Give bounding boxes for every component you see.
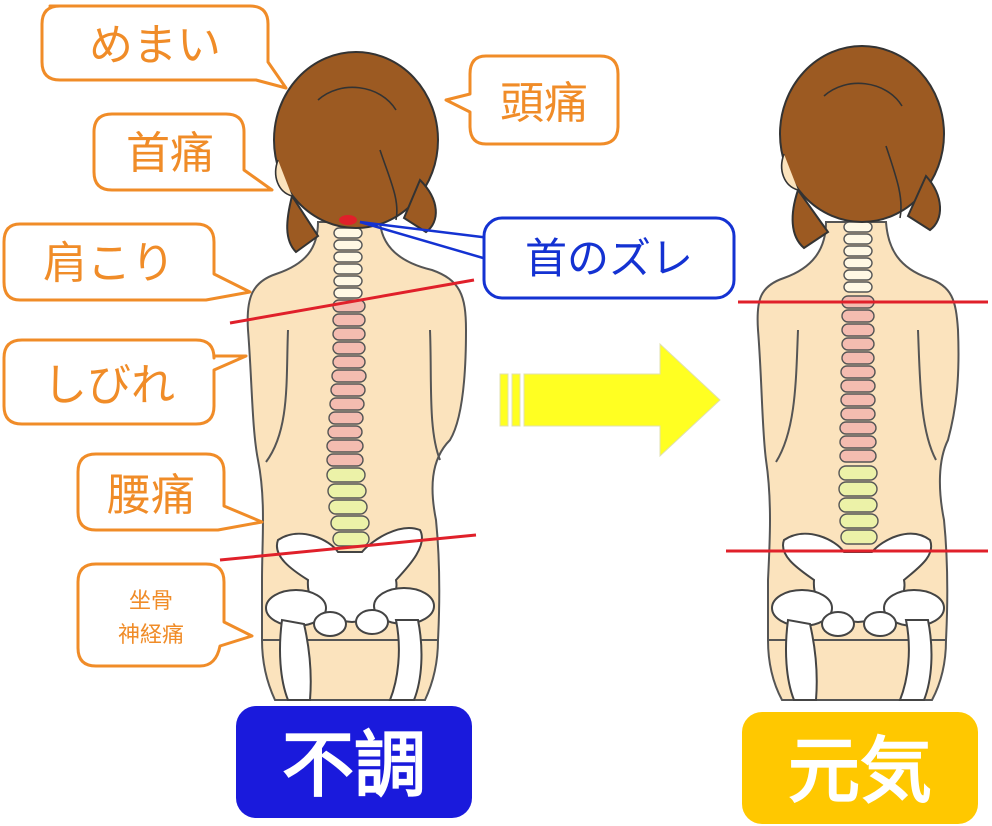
bubble-shibire (2, 338, 248, 426)
badge-right-text: 元気 (788, 729, 932, 813)
neck-misalignment-marker (339, 215, 357, 225)
right-spine (838, 221, 879, 545)
label-zakotsu-line1: 坐骨 (129, 589, 173, 614)
left-hip-line (219, 533, 477, 562)
left-spine (326, 227, 370, 547)
left-figure (219, 51, 477, 701)
bubble-memai (40, 4, 288, 90)
bubble-zutsu (444, 54, 620, 146)
bubble-kubitsu (92, 112, 274, 192)
badge-right: 元気 (742, 712, 978, 824)
label-shibire: しびれ (43, 360, 175, 411)
right-head (779, 45, 945, 250)
badge-left: 不調 (236, 706, 472, 818)
bubble-zakotsu (76, 562, 254, 668)
badge-left-text: 不調 (282, 723, 426, 807)
bubble-katakori (2, 222, 252, 302)
left-shoulder-line (229, 278, 475, 325)
label-kubitsu: 首痛 (126, 128, 214, 179)
bubble-yotsu (76, 452, 264, 532)
label-kubi-zure: 首のズレ (525, 234, 693, 283)
label-zutsu: 頭痛 (500, 78, 588, 129)
label-katakori: 肩こり (43, 238, 175, 289)
bubble-kubi-zure (359, 216, 736, 300)
transition-arrow (499, 342, 721, 458)
left-head (273, 51, 439, 254)
right-figure (726, 45, 988, 701)
label-zakotsu-line2: 神経痛 (118, 623, 184, 648)
label-memai: めまい (89, 20, 221, 71)
label-yotsu: 腰痛 (107, 470, 195, 521)
